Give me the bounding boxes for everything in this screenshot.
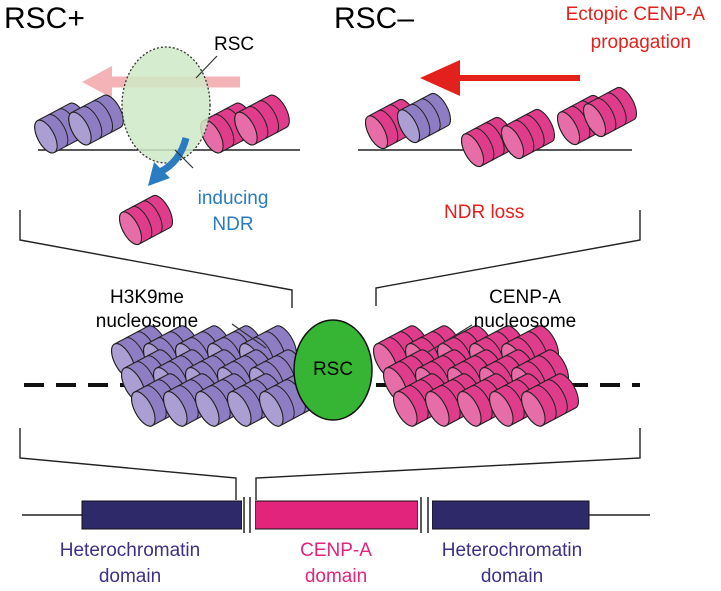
cenpa-domain-bar [254,500,419,530]
hetero-right-label-line1: Heterochromatin [441,540,583,561]
cenpa-domain-label-line1: CENP-A [300,540,372,561]
hetero-left-label-line2: domain [98,566,162,587]
heterochromatin-domain-right-bar [431,500,590,530]
rsc-minus-title: RSC– [334,2,415,35]
heterochromatin-domain-left-bar [81,500,243,530]
break-gap-left [242,498,255,532]
nucleosome-icon [500,108,555,160]
rsc-plus-title: RSC+ [4,2,85,35]
ndr-loss-label: NDR loss [444,202,525,223]
nucleosome-array [111,325,579,427]
ectopic-label-line1: Ectopic CENP-A [565,4,705,25]
h3k9me-pointer [231,323,267,349]
nucleosome-icon [118,194,173,246]
rsc-complex-halo [121,46,211,164]
zoom-bracket-right [375,210,641,306]
inducing-pointer [174,149,194,169]
nucleosome-icon [234,94,290,146]
hetero-left-label-line1: Heterochromatin [59,540,201,561]
ndr-curved-arrow [158,137,190,176]
rsc-complex [293,319,373,421]
hetero-right-label-line2: domain [480,566,544,587]
cenpa-domain-label-line2: domain [304,566,368,587]
inducing-label-line2: NDR [212,214,254,235]
ndr-arrow-head-icon [148,162,170,186]
nucleosome-icon [460,116,515,168]
rsc-top-pointer [195,55,218,79]
zoom-bracket-left [19,210,293,308]
inducing-label-line1: inducing [197,188,269,209]
cenpa-pointer [427,324,473,353]
rsc-center-label: RSC [312,359,354,380]
cenpa-label-line1: CENP-A [489,287,561,308]
break-gap-right [418,498,432,532]
cenpa-label-line2: nucleosome [473,311,577,332]
h3k9me-label-line1: H3K9me [110,287,184,308]
h3k9me-label-line2: nucleosome [95,311,199,332]
domain-bracket-left [19,428,237,500]
nucleosome-icon [521,373,579,427]
ectopic-label-line2: propagation [590,32,691,53]
rsc-plus-nucleosomes [34,94,290,154]
nucleosome-icon [582,86,637,138]
faded-arrow-head-icon [82,66,112,98]
evicted-nucleosome [118,194,173,246]
nucleosome-icon [68,94,124,146]
rsc-top-label: RSC [214,34,255,55]
propagation-arrow-head-icon [420,60,460,96]
rsc-minus-nucleosomes [364,86,637,168]
domain-bracket-right [255,428,641,500]
nucleosome-icon [396,92,451,144]
